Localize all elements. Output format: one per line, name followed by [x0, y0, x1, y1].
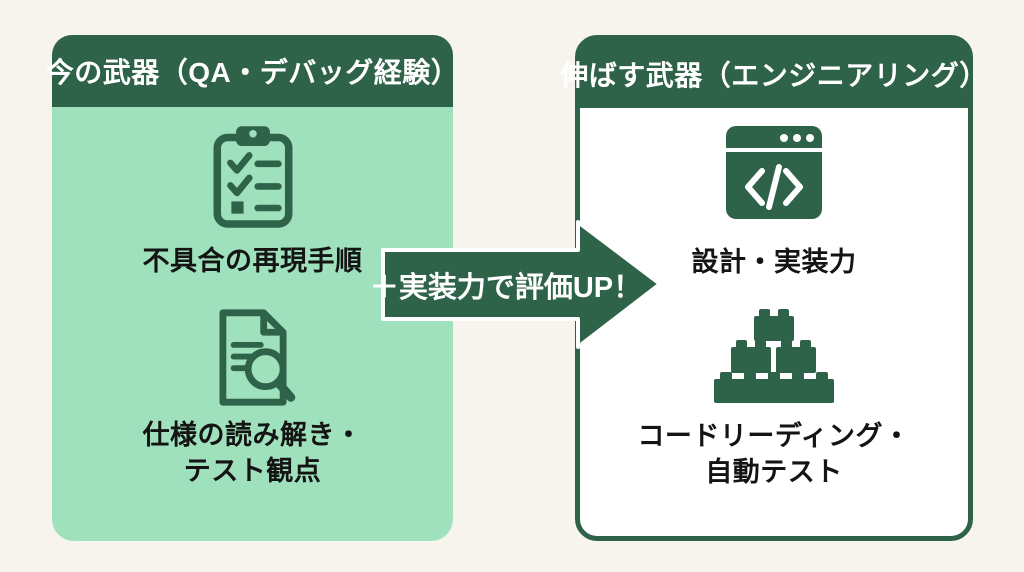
arrow-caption: ＋実装力で評価UP！ [369, 272, 643, 304]
current-skill-label-1: 不具合の再現手順 [142, 246, 363, 276]
building-blocks-icon [580, 308, 968, 404]
document-magnifier-icon [52, 307, 453, 409]
growth-skill-label-2: コードリーディング・ 自動テスト [637, 421, 911, 488]
current-skill-label-2: 仕様の読み解き・ テスト観点 [142, 420, 363, 487]
code-window-icon [580, 126, 968, 219]
current-skills-title: 今の武器（QA・デバッグ経験） [46, 35, 459, 107]
right-arrow-shape [370, 208, 670, 358]
growth-skills-panel: 伸ばす武器（エンジニアリング） 設計・実装力 [560, 35, 987, 541]
growth-skill-label-1: 設計・実装力 [691, 247, 857, 277]
clipboard-checklist-icon [52, 121, 453, 233]
growth-skills-title: 伸ばす武器（エンジニアリング） [560, 40, 987, 108]
